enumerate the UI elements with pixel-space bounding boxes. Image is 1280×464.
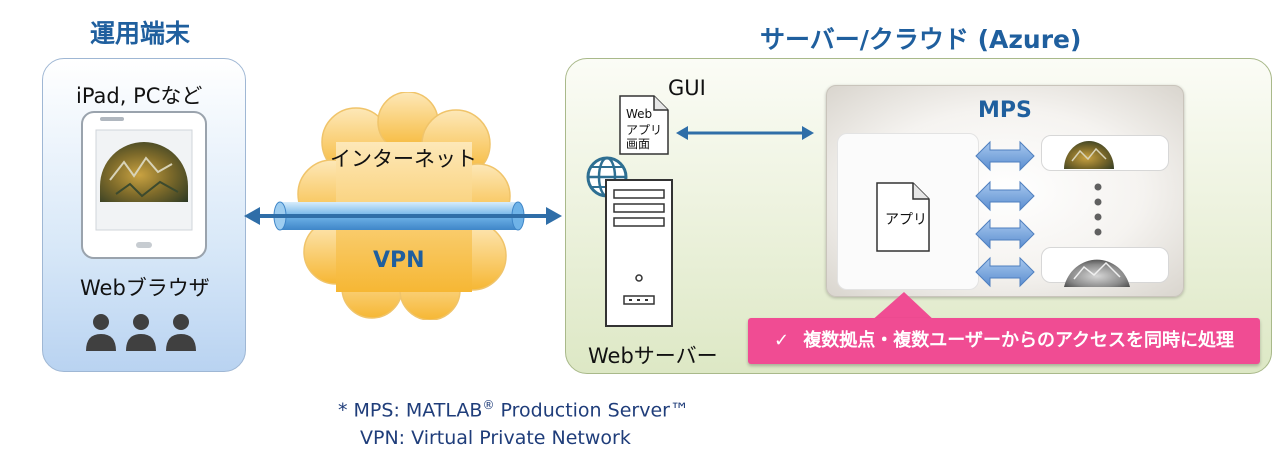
- server-heading: サーバー/クラウド (Azure): [760, 25, 1082, 54]
- vpn-pipe: [244, 201, 562, 231]
- gui-mps-arrow: [676, 126, 814, 140]
- callout-box: ✓ 複数拠点・複数ユーザーからのアクセスを同時に処理: [748, 318, 1260, 364]
- gui-label: GUI: [668, 76, 706, 100]
- server-tower-icon: [605, 179, 673, 327]
- worker-bottom-image: [1064, 259, 1130, 287]
- app-document-icon: [876, 182, 930, 252]
- ellipsis-dots: [1094, 183, 1102, 236]
- mps-label: MPS: [978, 98, 1032, 123]
- app-document-label: アプリ: [885, 212, 927, 228]
- tablet-icon: [81, 111, 207, 259]
- internet-label: インターネット: [330, 147, 477, 171]
- vpn-label: VPN: [373, 248, 425, 273]
- worker-arrows: [975, 140, 1035, 288]
- footnote-mps-prefix: * MPS: MATLAB: [338, 399, 483, 422]
- callout-text: ✓ 複数拠点・複数ユーザーからのアクセスを同時に処理: [748, 318, 1260, 364]
- check-icon: ✓: [773, 330, 790, 351]
- footnote-vpn: VPN: Virtual Private Network: [360, 427, 631, 449]
- footnote-mps: * MPS: MATLAB® Production Server™: [338, 398, 689, 421]
- callout-label: 複数拠点・複数ユーザーからのアクセスを同時に処理: [803, 330, 1235, 351]
- worker-top-image: [1064, 141, 1114, 169]
- web-app-doc-line-2: アプリ: [626, 123, 663, 137]
- callout-pointer: [870, 292, 936, 322]
- people-icon: [86, 314, 196, 351]
- devices-label: iPad, PCなど: [76, 84, 203, 108]
- terminal-heading: 運用端末: [90, 19, 191, 48]
- web-server-label: Webサーバー: [588, 344, 718, 368]
- browser-label: Webブラウザ: [80, 276, 210, 300]
- footnote-mps-suffix: Production Server™: [494, 399, 689, 422]
- registered-mark: ®: [482, 398, 495, 412]
- web-app-document-icon: [619, 95, 669, 155]
- web-app-doc-line-1: Web: [626, 107, 653, 121]
- web-app-doc-line-3: 画面: [626, 137, 651, 151]
